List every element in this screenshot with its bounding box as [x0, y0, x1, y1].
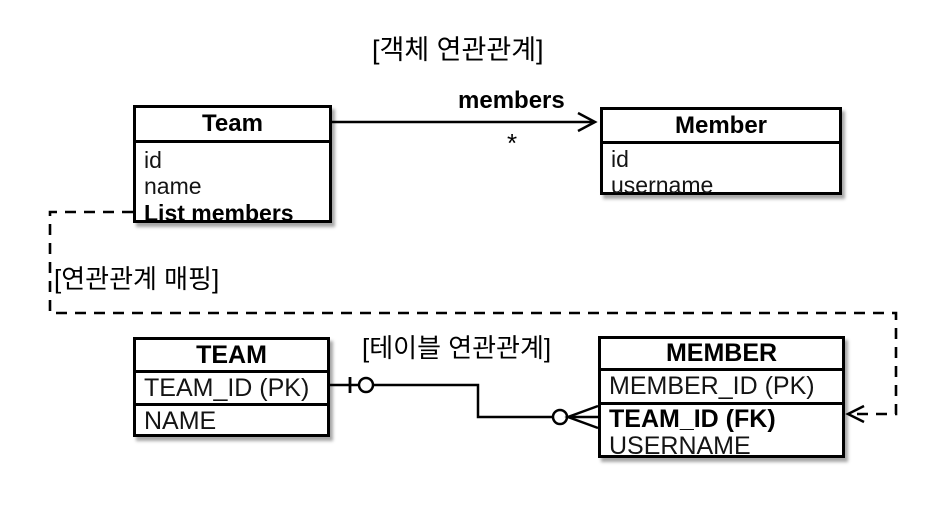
team-table-box: TEAM TEAM_ID (PK) NAME	[133, 337, 330, 437]
team-table-title: TEAM	[136, 340, 327, 373]
team-class-title: Team	[136, 108, 329, 143]
team-field-list-members: List members	[144, 199, 294, 226]
mapping-dashed-path	[48, 210, 898, 424]
association-multiplicity: *	[507, 128, 518, 158]
member-col-username: USERNAME	[609, 432, 751, 460]
table-relation-connector	[330, 376, 599, 430]
team-col-name: NAME	[144, 407, 217, 435]
member-field-username: username	[611, 171, 714, 198]
member-table-box: MEMBER MEMBER_ID (PK) TEAM_ID (FK) USERN…	[598, 336, 845, 460]
crow-foot-many-icon	[564, 404, 599, 430]
team-field-id: id	[144, 146, 162, 173]
association-label: members	[458, 87, 565, 114]
mapping-label: [연관관계 매핑]	[54, 264, 220, 294]
member-col-member-id: MEMBER_ID (PK)	[601, 371, 842, 405]
cardinality-circle-icon	[357, 376, 375, 394]
arrowhead-icon	[577, 111, 598, 133]
member-class-title: Member	[603, 110, 839, 144]
table-section-title: [테이블 연관관계]	[362, 333, 552, 363]
member-field-id: id	[611, 146, 629, 172]
member-col-team-id-fk: TEAM_ID (FK)	[609, 404, 776, 433]
team-class-box: Team id name List members	[133, 105, 332, 226]
team-field-name: name	[144, 173, 202, 199]
object-association-arrow	[332, 111, 598, 133]
member-class-box: Member id username	[600, 107, 842, 198]
team-col-team-id: TEAM_ID (PK)	[136, 373, 327, 406]
fk-arrowhead-icon	[845, 404, 865, 424]
object-section-title: [객체 연관관계]	[372, 35, 544, 65]
member-table-title: MEMBER	[601, 339, 842, 371]
